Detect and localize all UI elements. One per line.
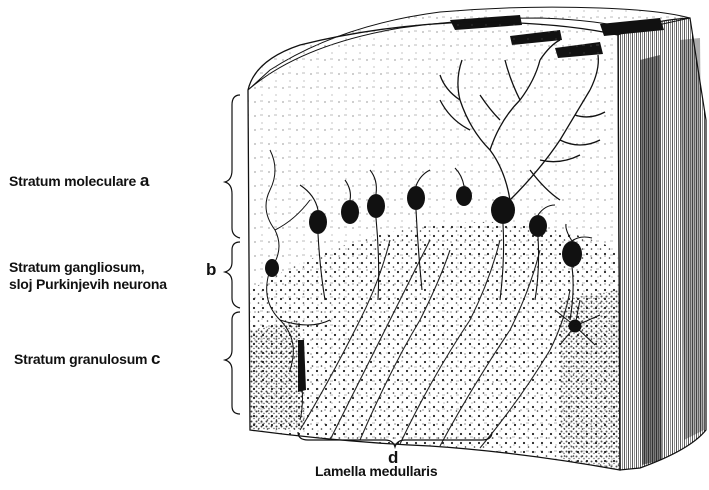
label-stratum-gangliosum: Stratum gangliosum, xyxy=(9,259,144,276)
label-stratum-moleculare: Stratum moleculare a xyxy=(9,172,149,190)
label-lamella-medullaris: Lamella medullaris xyxy=(315,463,437,480)
label-c-letter: c xyxy=(151,349,160,368)
label-a-letter: a xyxy=(140,171,149,190)
label-b-letter: b xyxy=(206,260,216,280)
label-stratum-granulosum: Stratum granulosum c xyxy=(14,350,160,368)
label-sloj-purkinjevih: sloj Purkinjevih neurona xyxy=(9,276,167,293)
